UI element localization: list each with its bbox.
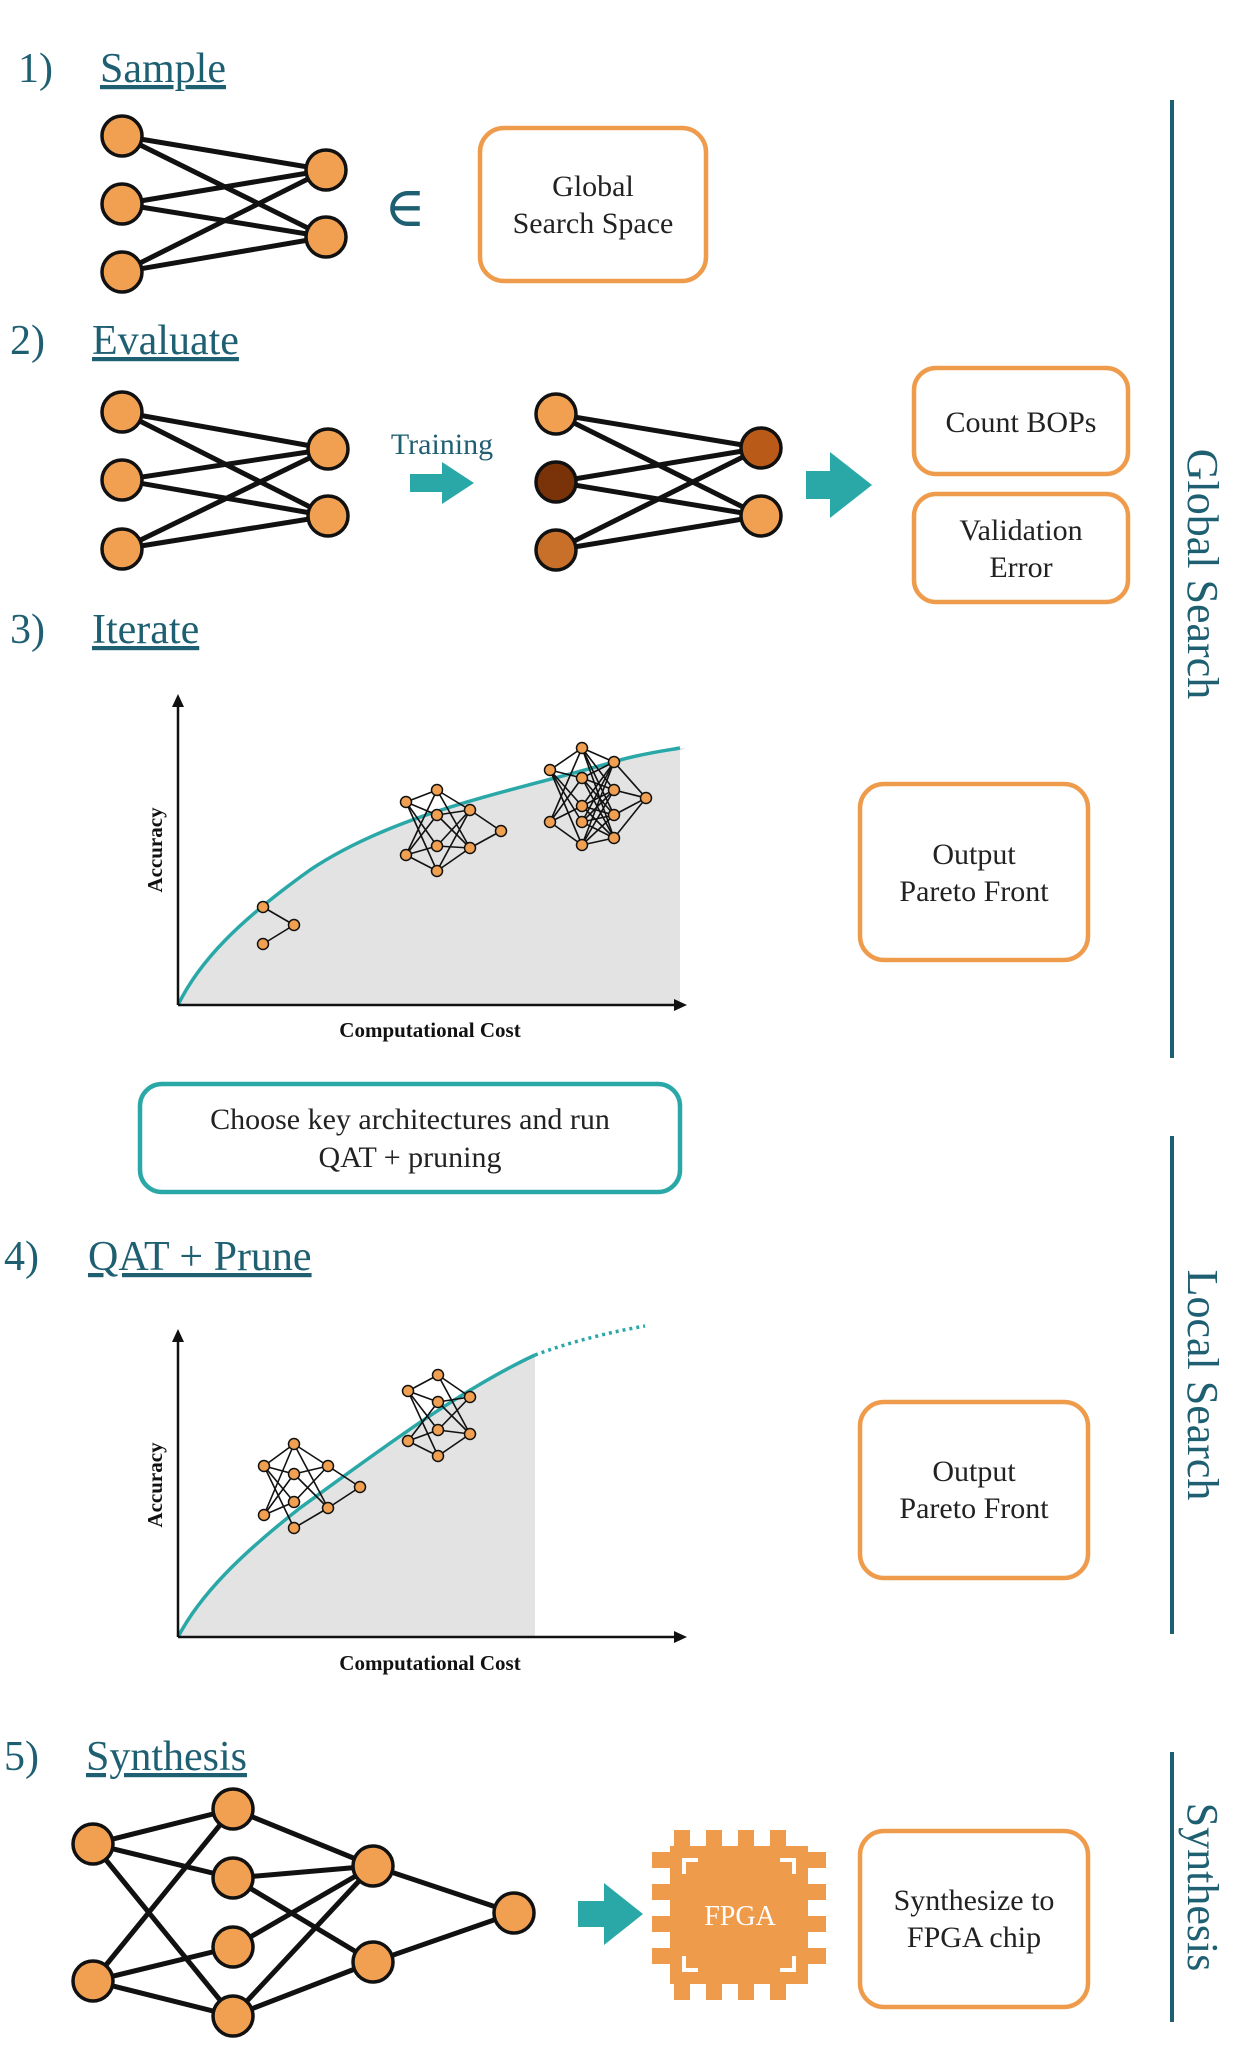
evaluate-network-before: [100, 390, 350, 571]
global-search-space-line1: Global: [552, 170, 634, 203]
step-5-number: 5): [4, 1734, 39, 1780]
iterate-mini-network-large: [543, 741, 653, 852]
global-search-space-box: Global Search Space: [477, 125, 709, 284]
validation-error-box: Validation Error: [911, 491, 1131, 605]
prune-pareto-extension: [534, 1324, 646, 1357]
iterate-output-line1: Output: [932, 838, 1016, 871]
synthesize-line1: Synthesize to: [894, 1884, 1055, 1917]
choose-architectures-box: Choose key architectures and run QAT + p…: [137, 1081, 683, 1195]
prune-x-axis-label: Computational Cost: [339, 1651, 520, 1675]
iterate-mini-network-medium: [399, 783, 508, 878]
local-search-label: Local Search: [1178, 1270, 1227, 1501]
iterate-pareto-curve: [176, 746, 681, 1006]
step-1-number: 1): [18, 46, 53, 92]
step-2-title[interactable]: Evaluate: [92, 318, 239, 364]
training-label: Training: [391, 428, 493, 461]
step-5-title[interactable]: Synthesis: [86, 1734, 247, 1780]
step-1-title[interactable]: Sample: [100, 46, 226, 92]
step-4-number: 4): [4, 1234, 39, 1280]
choose-architectures-line1: Choose key architectures and run: [210, 1103, 610, 1136]
global-search-space-line2: Search Space: [513, 207, 674, 240]
evaluate-output-arrow: [806, 452, 872, 518]
iterate-output-box: Output Pareto Front: [857, 781, 1091, 963]
count-bops-box: Count BOPs: [911, 365, 1131, 477]
iterate-chart: [172, 694, 687, 1011]
training-arrow: [410, 462, 474, 504]
global-search-label: Global Search: [1178, 449, 1227, 699]
iterate-y-axis-label: Accuracy: [143, 807, 167, 893]
synthesize-box: Synthesize to FPGA chip: [857, 1828, 1091, 2010]
synthesis-network: [71, 1787, 536, 2038]
synthesis-arrow: [578, 1883, 643, 1945]
iterate-mini-network-small: [256, 900, 301, 951]
prune-output-box: Output Pareto Front: [857, 1399, 1091, 1581]
count-bops-label: Count BOPs: [946, 406, 1097, 439]
fpga-chip-icon: [652, 1830, 826, 2000]
step-3-title[interactable]: Iterate: [92, 607, 199, 653]
iterate-x-axis-label: Computational Cost: [339, 1018, 520, 1042]
element-of-symbol: ∈: [384, 177, 425, 239]
sample-network: [100, 114, 348, 294]
validation-error-line1: Validation: [959, 514, 1082, 547]
prune-mini-network-b: [401, 1368, 477, 1463]
synthesize-line2: FPGA chip: [907, 1921, 1041, 1954]
step-4-title[interactable]: QAT + Prune: [88, 1234, 312, 1280]
prune-mini-network-a: [257, 1437, 367, 1535]
fpga-chip-label: FPGA: [704, 1901, 776, 1932]
step-2-number: 2): [10, 318, 45, 364]
prune-chart: [172, 1324, 687, 1643]
choose-architectures-line2: QAT + pruning: [318, 1141, 501, 1174]
iterate-output-line2: Pareto Front: [899, 875, 1049, 908]
evaluate-network-after: [534, 392, 783, 572]
prune-output-line1: Output: [932, 1455, 1016, 1488]
prune-pareto-curve: [176, 1353, 536, 1638]
synthesis-side-label: Synthesis: [1178, 1803, 1227, 1972]
prune-y-axis-label: Accuracy: [143, 1442, 167, 1528]
prune-output-line2: Pareto Front: [899, 1492, 1049, 1525]
step-3-number: 3): [10, 607, 45, 653]
validation-error-line2: Error: [989, 551, 1052, 584]
